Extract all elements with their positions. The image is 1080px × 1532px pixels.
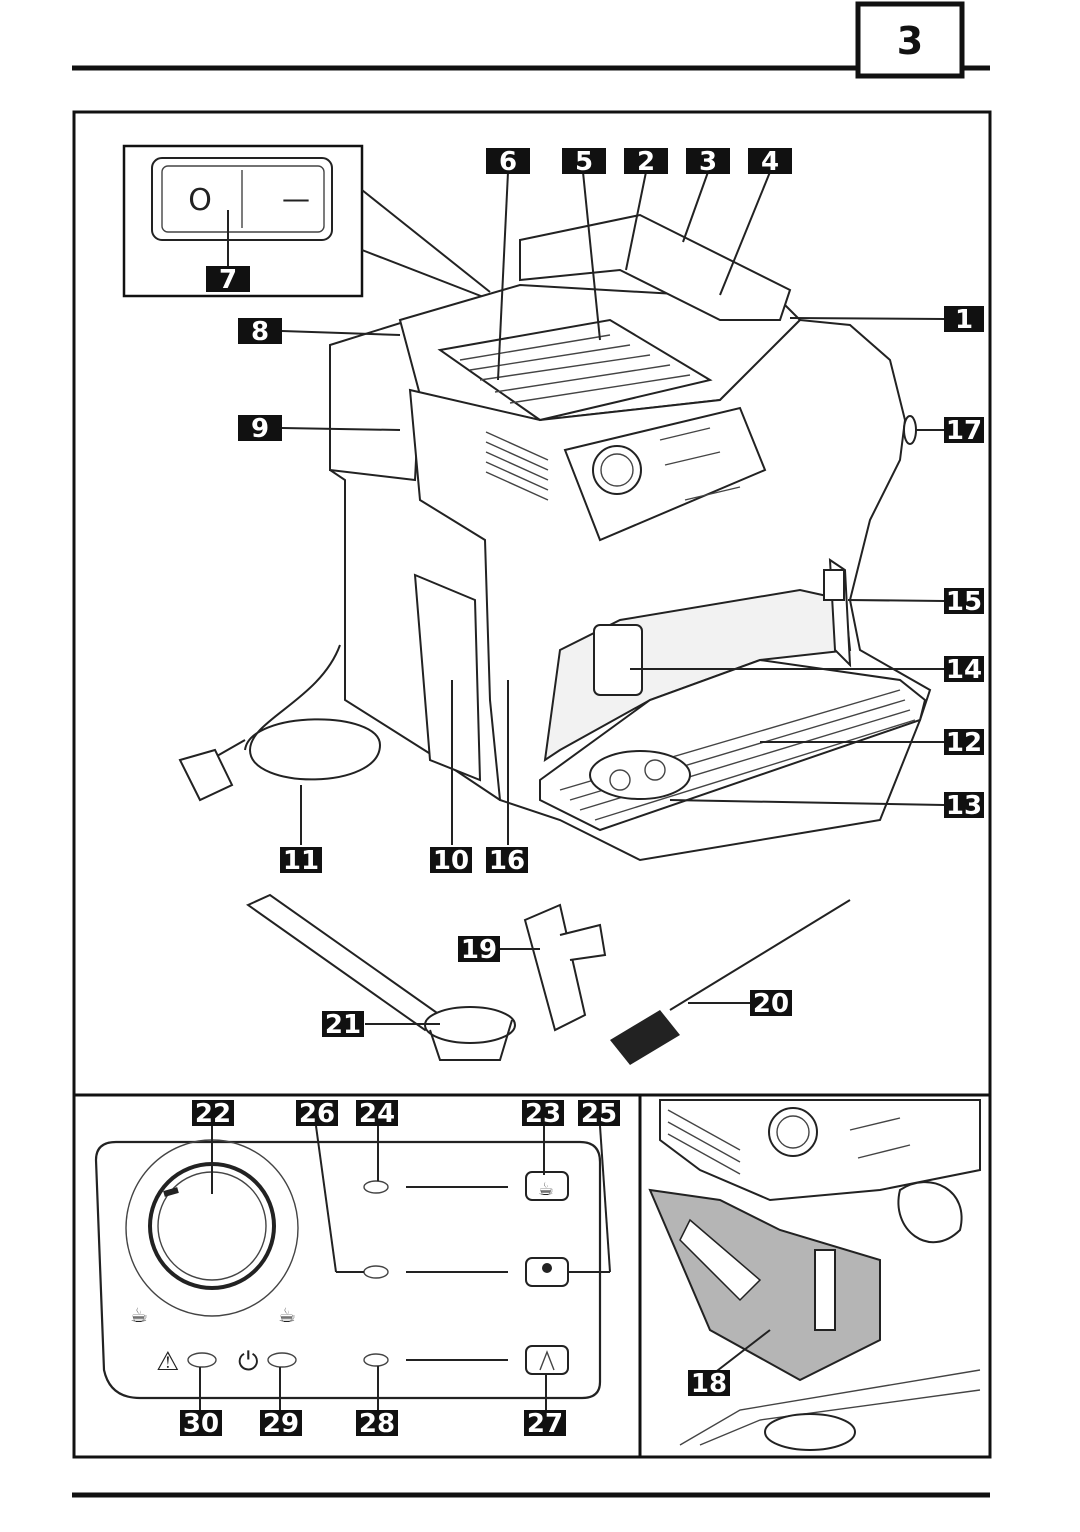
svg-text:8: 8 bbox=[251, 317, 269, 347]
svg-text:26: 26 bbox=[299, 1099, 335, 1129]
label-7: 7 bbox=[206, 265, 250, 295]
label-27: 27 bbox=[524, 1409, 566, 1439]
svg-text:12: 12 bbox=[946, 728, 982, 758]
switch-off-symbol: O bbox=[188, 183, 212, 218]
svg-text:22: 22 bbox=[195, 1099, 231, 1129]
coffee-machine-drawing bbox=[178, 213, 932, 862]
label-23: 23 bbox=[522, 1099, 564, 1129]
switch-on-symbol: — bbox=[282, 182, 310, 215]
svg-text:15: 15 bbox=[946, 587, 982, 617]
label-14: 14 bbox=[944, 655, 984, 685]
number-labels: 6 5 2 3 4 7 8 1 9 17 15 14 12 13 11 10 1… bbox=[180, 147, 984, 1439]
svg-text:2: 2 bbox=[637, 147, 655, 177]
svg-text:11: 11 bbox=[283, 846, 319, 876]
label-10: 10 bbox=[430, 846, 472, 876]
coffee-button-icon bbox=[525, 1171, 569, 1201]
mild-coffee-icon: ☕ bbox=[130, 1303, 148, 1327]
strong-coffee-icon: ☕ bbox=[278, 1303, 296, 1327]
label-25: 25 bbox=[578, 1099, 620, 1129]
label-22: 22 bbox=[192, 1099, 234, 1129]
label-21: 21 bbox=[322, 1010, 364, 1040]
leader-lines bbox=[281, 171, 945, 1025]
accessories-drawing bbox=[245, 893, 851, 1065]
label-11: 11 bbox=[280, 846, 322, 876]
label-29: 29 bbox=[260, 1409, 302, 1439]
figure-frame bbox=[72, 110, 992, 1459]
svg-text:19: 19 bbox=[461, 935, 497, 965]
page-number: 3 bbox=[897, 19, 923, 63]
svg-text:1: 1 bbox=[955, 305, 973, 335]
label-20: 20 bbox=[750, 989, 792, 1019]
svg-text:18: 18 bbox=[691, 1369, 727, 1399]
label-28: 28 bbox=[356, 1409, 398, 1439]
label-16: 16 bbox=[486, 846, 528, 876]
svg-text:21: 21 bbox=[325, 1010, 361, 1040]
control-panel-detail: ☕ ☕ ⚠ ⏻ ☕ bbox=[94, 1125, 611, 1410]
svg-text:7: 7 bbox=[219, 265, 237, 295]
label-8: 8 bbox=[238, 317, 282, 347]
svg-text:29: 29 bbox=[263, 1409, 299, 1439]
label-26: 26 bbox=[296, 1099, 338, 1129]
svg-text:30: 30 bbox=[183, 1409, 219, 1439]
svg-text:4: 4 bbox=[761, 147, 779, 177]
label-4: 4 bbox=[748, 147, 792, 177]
label-24: 24 bbox=[356, 1099, 398, 1129]
label-30: 30 bbox=[180, 1409, 222, 1439]
label-2: 2 bbox=[624, 147, 668, 177]
label-6: 6 bbox=[486, 147, 530, 177]
svg-text:10: 10 bbox=[433, 846, 469, 876]
svg-text:28: 28 bbox=[359, 1409, 395, 1439]
svg-text:20: 20 bbox=[753, 989, 789, 1019]
power-icon: ⏻ bbox=[238, 1347, 259, 1377]
svg-text:13: 13 bbox=[946, 791, 982, 821]
svg-text:14: 14 bbox=[946, 655, 982, 685]
page-number-box bbox=[855, 1, 965, 79]
svg-text:23: 23 bbox=[525, 1099, 561, 1129]
label-15: 15 bbox=[944, 587, 984, 617]
label-19: 19 bbox=[458, 935, 500, 965]
warning-icon: ⚠ bbox=[156, 1347, 179, 1377]
svg-text:27: 27 bbox=[527, 1409, 563, 1439]
svg-text:24: 24 bbox=[359, 1099, 395, 1129]
svg-text:17: 17 bbox=[946, 416, 982, 446]
power-switch-inset: O — bbox=[122, 144, 491, 299]
label-5: 5 bbox=[562, 147, 606, 177]
svg-text:3: 3 bbox=[699, 147, 717, 177]
svg-text:☕: ☕ bbox=[538, 1179, 554, 1200]
svg-text:16: 16 bbox=[489, 846, 525, 876]
label-3: 3 bbox=[686, 147, 730, 177]
svg-text:9: 9 bbox=[251, 414, 269, 444]
label-12: 12 bbox=[944, 728, 984, 758]
label-1: 1 bbox=[944, 305, 984, 335]
label-9: 9 bbox=[238, 414, 282, 444]
svg-text:25: 25 bbox=[581, 1099, 617, 1129]
svg-text:5: 5 bbox=[575, 147, 593, 177]
label-13: 13 bbox=[944, 791, 984, 821]
label-17: 17 bbox=[944, 416, 984, 446]
svg-text:6: 6 bbox=[499, 147, 517, 177]
label-18: 18 bbox=[688, 1369, 730, 1399]
brew-group-detail bbox=[648, 1099, 981, 1451]
